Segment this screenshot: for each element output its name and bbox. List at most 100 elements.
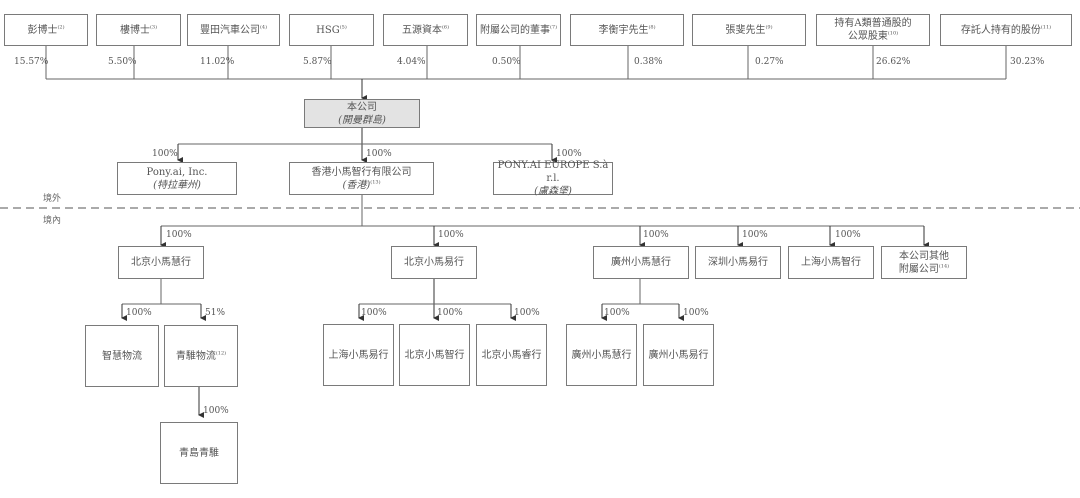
holding-pct: 100% — [166, 230, 192, 240]
subsidiary-name: 香港小馬智行有限公司 — [311, 166, 412, 178]
holding-pct: 15.57% — [14, 57, 49, 67]
subsidiary-box: 上海小馬易行 — [323, 324, 394, 386]
footnote: (5) — [339, 24, 347, 31]
shareholder-box: 李衡宇先生(8) — [570, 14, 684, 46]
footnote: (3) — [149, 24, 158, 31]
company-jurisdiction: (開曼群島) — [338, 114, 386, 126]
shareholder-box: 五源資本(6) — [383, 14, 468, 46]
subsidiary-name: 智慧物流 — [102, 350, 142, 362]
holding-pct: 100% — [643, 230, 669, 240]
holding-pct: 51% — [205, 308, 226, 318]
footnote: (2) — [57, 24, 65, 31]
holding-pct: 100% — [203, 406, 229, 416]
subsidiary-box: 北京小馬睿行 — [476, 324, 547, 386]
holding-pct: 0.50% — [492, 57, 521, 67]
shareholder-box: 持有A類普通股的公眾股東(10) — [816, 14, 930, 46]
subsidiary-name: 青島青騅 — [179, 447, 219, 459]
subsidiary-box: 本公司其他 附屬公司(14) — [881, 246, 967, 279]
holding-pct: 4.04% — [397, 57, 426, 67]
holding-pct: 100% — [556, 149, 582, 159]
holding-pct: 5.50% — [108, 57, 137, 67]
footnote: (8) — [648, 24, 656, 31]
subsidiary-box: 北京小馬慧行 — [118, 246, 204, 279]
subsidiary-jurisdiction: (特拉華州) — [153, 179, 201, 191]
shareholder-name: 李衡宇先生 — [598, 24, 649, 36]
shareholder-name: 五源資本 — [401, 24, 442, 36]
shareholder-name: 豐田汽車公司 — [199, 24, 260, 36]
subsidiary-box: PONY.AI EUROPE S.à r.l. (盧森堡) — [493, 160, 613, 197]
shareholder-name: 持有A類普通股的 — [834, 18, 912, 29]
holding-pct: 100% — [742, 230, 768, 240]
subsidiary-name: 北京小馬易行 — [404, 257, 464, 268]
footnote: (11) — [1040, 24, 1052, 31]
shareholder-name: 附屬公司的董事 — [479, 24, 550, 36]
subsidiary-name: 北京小馬睿行 — [481, 349, 542, 361]
footnote: (13) — [370, 179, 381, 186]
onshore-label: 境內 — [43, 216, 62, 226]
offshore-label: 境外 — [43, 194, 62, 204]
shareholder-box: 存託人持有的股份(11) — [940, 14, 1072, 46]
footnote: (4) — [259, 24, 268, 31]
subsidiary-box: Pony.ai, Inc. (特拉華州) — [117, 162, 237, 195]
subsidiary-box: 廣州小馬慧行 — [593, 246, 689, 279]
holding-pct: 0.27% — [755, 57, 784, 67]
holding-pct: 100% — [438, 230, 464, 240]
subsidiary-box: 青騅物流(12) — [164, 325, 238, 387]
subsidiary-name: 廣州小馬慧行 — [571, 349, 632, 361]
company-name: 本公司 — [347, 101, 377, 113]
subsidiary-box: 香港小馬智行有限公司 (香港)(13) — [289, 162, 434, 195]
holding-pct: 11.02% — [200, 57, 235, 67]
subsidiary-name: 本公司其他 — [899, 250, 949, 262]
subsidiary-box: 青島青騅 — [160, 422, 238, 484]
shareholder-box: 附屬公司的董事(7) — [476, 14, 561, 46]
subsidiary-name: 上海小馬智行 — [801, 257, 861, 268]
footnote: (6) — [441, 24, 450, 31]
subsidiary-jurisdiction: (香港) — [342, 179, 371, 191]
subsidiary-name: 上海小馬易行 — [328, 349, 389, 361]
subsidiary-name: 北京小馬慧行 — [131, 257, 191, 268]
subsidiary-name: PONY.AI EUROPE S.à r.l. — [497, 160, 609, 184]
subsidiary-box: 深圳小馬易行 — [695, 246, 781, 279]
holding-pct: 100% — [361, 308, 387, 318]
holding-pct: 0.38% — [634, 57, 663, 67]
subsidiary-name: 廣州小馬慧行 — [611, 257, 671, 268]
company-box: 本公司 (開曼群島) — [304, 99, 420, 128]
holding-pct: 5.87% — [303, 57, 332, 67]
shareholder-name: 彭博士 — [27, 24, 58, 36]
subsidiary-name: 青騅物流 — [175, 350, 216, 362]
holding-pct: 100% — [126, 308, 152, 318]
holding-pct: 26.62% — [876, 57, 911, 67]
shareholder-box: HSG(5) — [289, 14, 374, 46]
shareholder-name: 樓博士 — [119, 24, 150, 36]
holding-pct: 100% — [604, 308, 630, 318]
holding-pct: 100% — [514, 308, 540, 318]
shareholder-box: 豐田汽車公司(4) — [187, 14, 280, 46]
footnote: (14) — [938, 263, 950, 270]
holding-pct: 30.23% — [1010, 57, 1045, 67]
holding-pct: 100% — [683, 308, 709, 318]
subsidiary-jurisdiction: (盧森堡) — [534, 186, 572, 197]
shareholder-box: 彭博士(2) — [4, 14, 88, 46]
subsidiary-name: 廣州小馬易行 — [648, 349, 709, 361]
subsidiary-box: 廣州小馬易行 — [643, 324, 714, 386]
subsidiary-name: Pony.ai, Inc. — [146, 166, 208, 178]
subsidiary-name: 深圳小馬易行 — [708, 257, 768, 268]
footnote: (9) — [765, 24, 773, 31]
footnote: (10) — [887, 30, 899, 37]
shareholder-box: 張斐先生(9) — [692, 14, 806, 46]
subsidiary-name-line2: 附屬公司 — [898, 263, 939, 275]
shareholder-name-line2: 公眾股東 — [847, 31, 888, 42]
subsidiary-box: 北京小馬易行 — [391, 246, 477, 279]
shareholder-name: 張斐先生 — [725, 24, 766, 36]
shareholder-box: 樓博士(3) — [96, 14, 181, 46]
holding-pct: 100% — [366, 149, 392, 159]
subsidiary-box: 智慧物流 — [85, 325, 159, 387]
shareholder-name: 存託人持有的股份 — [960, 24, 1041, 36]
holding-pct: 100% — [152, 149, 178, 159]
footnote: (12) — [215, 350, 227, 357]
subsidiary-name: 北京小馬智行 — [404, 349, 465, 361]
subsidiary-box: 上海小馬智行 — [788, 246, 874, 279]
shareholder-name: HSG — [316, 24, 340, 36]
subsidiary-box: 北京小馬智行 — [399, 324, 470, 386]
